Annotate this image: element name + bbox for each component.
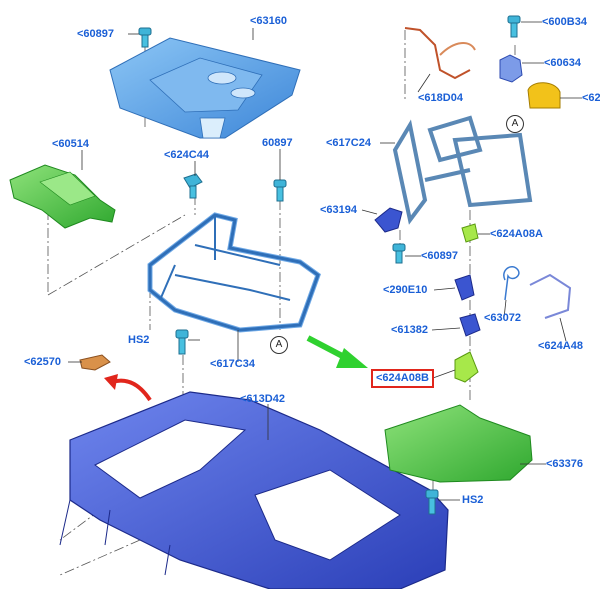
- callout-63376[interactable]: <63376: [546, 458, 584, 470]
- part-60897-bolt-right: [392, 243, 406, 264]
- part-HS2-bolt-left: [175, 329, 189, 355]
- part-618D04: [404, 27, 476, 80]
- part-290E10: [454, 274, 475, 301]
- part-61382: [459, 313, 481, 337]
- marker-a-right[interactable]: A: [506, 115, 524, 133]
- part-63376: [384, 404, 533, 483]
- callout-613D42[interactable]: <613D42: [240, 393, 285, 405]
- part-60897-bolt-mid: [273, 179, 287, 202]
- green-arrow: [306, 335, 368, 368]
- marker-a-left[interactable]: A: [270, 336, 288, 354]
- callout-HS2-right[interactable]: HS2: [462, 494, 484, 506]
- part-600B34-bolt: [507, 15, 521, 38]
- callout-617C24[interactable]: <617C24: [326, 137, 371, 149]
- callout-62[interactable]: <62: [582, 92, 600, 104]
- red-arrow: [104, 374, 152, 402]
- leader-lines: [68, 21, 582, 501]
- callout-60897-top[interactable]: <60897: [77, 28, 115, 40]
- part-HS2-bolt-right: [425, 489, 439, 515]
- callout-60634[interactable]: <60634: [544, 57, 582, 69]
- part-62-yellow: [527, 82, 561, 109]
- callout-290E10[interactable]: <290E10: [383, 284, 428, 296]
- part-624A08A: [461, 223, 479, 243]
- part-624C44-bolt: [183, 173, 203, 199]
- callout-63160[interactable]: <63160: [250, 15, 288, 27]
- callout-HS2-left[interactable]: HS2: [128, 334, 150, 346]
- callout-60897-right[interactable]: <60897: [421, 250, 459, 262]
- callout-624C44[interactable]: <624C44: [164, 149, 209, 161]
- part-613D42: [59, 391, 449, 589]
- part-617C24: [392, 115, 533, 225]
- callout-624A08B-highlighted[interactable]: <624A08B: [371, 369, 434, 388]
- callout-618D04[interactable]: <618D04: [418, 92, 463, 104]
- callout-617C34[interactable]: <617C34: [210, 358, 255, 370]
- part-63160: [109, 37, 301, 139]
- part-60514: [9, 164, 116, 229]
- part-624A48: [529, 273, 572, 319]
- callout-60897-mid[interactable]: 60897: [262, 137, 293, 149]
- part-60897-bolt-top: [138, 27, 152, 48]
- part-63072: [503, 266, 520, 301]
- callout-61382[interactable]: <61382: [391, 324, 429, 336]
- callout-624A08A[interactable]: <624A08A: [490, 228, 543, 240]
- part-624A08B: [454, 351, 479, 383]
- part-63194: [374, 207, 403, 233]
- callout-63194[interactable]: <63194: [320, 204, 358, 216]
- part-617C34: [147, 212, 321, 333]
- callout-624A48[interactable]: <624A48: [538, 340, 583, 352]
- part-60634: [499, 54, 523, 83]
- part-62570: [79, 354, 111, 371]
- callout-63072[interactable]: <63072: [484, 312, 522, 324]
- callout-62570[interactable]: <62570: [24, 356, 62, 368]
- callout-60514[interactable]: <60514: [52, 138, 90, 150]
- callout-600B34[interactable]: <600B34: [542, 16, 587, 28]
